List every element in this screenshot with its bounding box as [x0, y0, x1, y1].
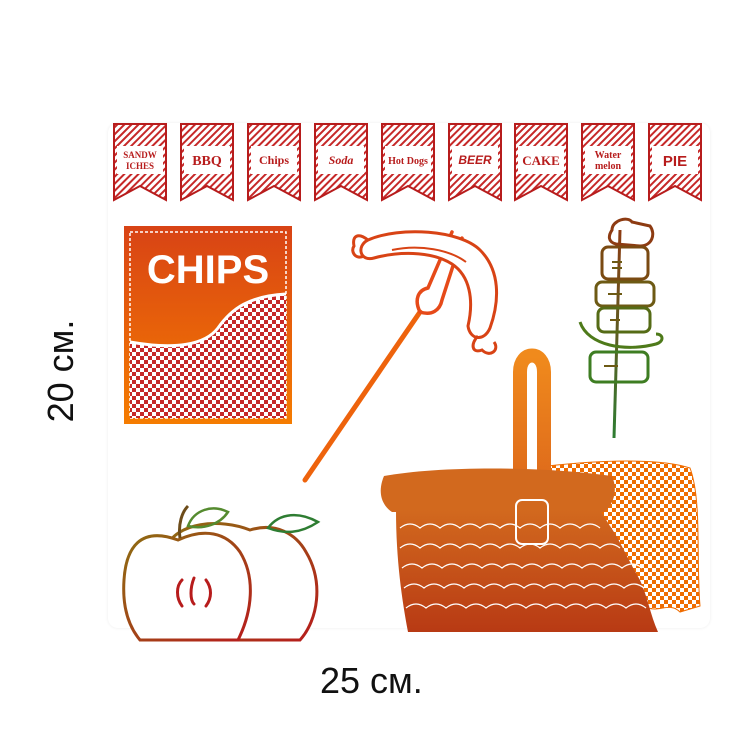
chips-bag-label: CHIPS [147, 248, 269, 292]
flag-beer: BEER [448, 123, 502, 202]
flag-label: Soda [329, 153, 354, 167]
flag-label: BBQ [192, 154, 222, 169]
flag-label: ICHES [126, 161, 154, 171]
hot-dog-on-fork-icon [302, 230, 499, 483]
flag-label: Hot Dogs [388, 156, 428, 167]
flag-label: Chips [259, 153, 289, 167]
flag-soda: Soda [314, 123, 368, 202]
flag-label: CAKE [522, 153, 560, 168]
bunting-flags: SANDW ICHES BBQ Chips Soda Hot Dogs BEER [113, 123, 702, 202]
height-dimension-label: 20 см. [40, 319, 81, 423]
flag-hot-dogs: Hot Dogs [381, 123, 435, 202]
flag-bbq: BBQ [180, 123, 234, 202]
kebab-skewer-icon [578, 217, 664, 439]
flag-label: PIE [663, 153, 687, 170]
picnic-basket-icon [380, 348, 658, 632]
flag-chips: Chips [247, 123, 301, 202]
flag-label: SANDW [123, 150, 157, 160]
flag-label: BEER [458, 153, 492, 167]
flag-pie: PIE [648, 123, 702, 202]
flag-cake: CAKE [514, 123, 568, 202]
flag-watermelon: Water melon [581, 123, 635, 202]
width-dimension-label: 25 см. [320, 660, 423, 701]
chips-bag-icon: CHIPS [124, 226, 292, 424]
flag-sandwiches: SANDW ICHES [113, 123, 167, 202]
flag-label: Water [595, 150, 622, 161]
apple-icon [122, 504, 321, 642]
flag-label: melon [595, 161, 622, 172]
